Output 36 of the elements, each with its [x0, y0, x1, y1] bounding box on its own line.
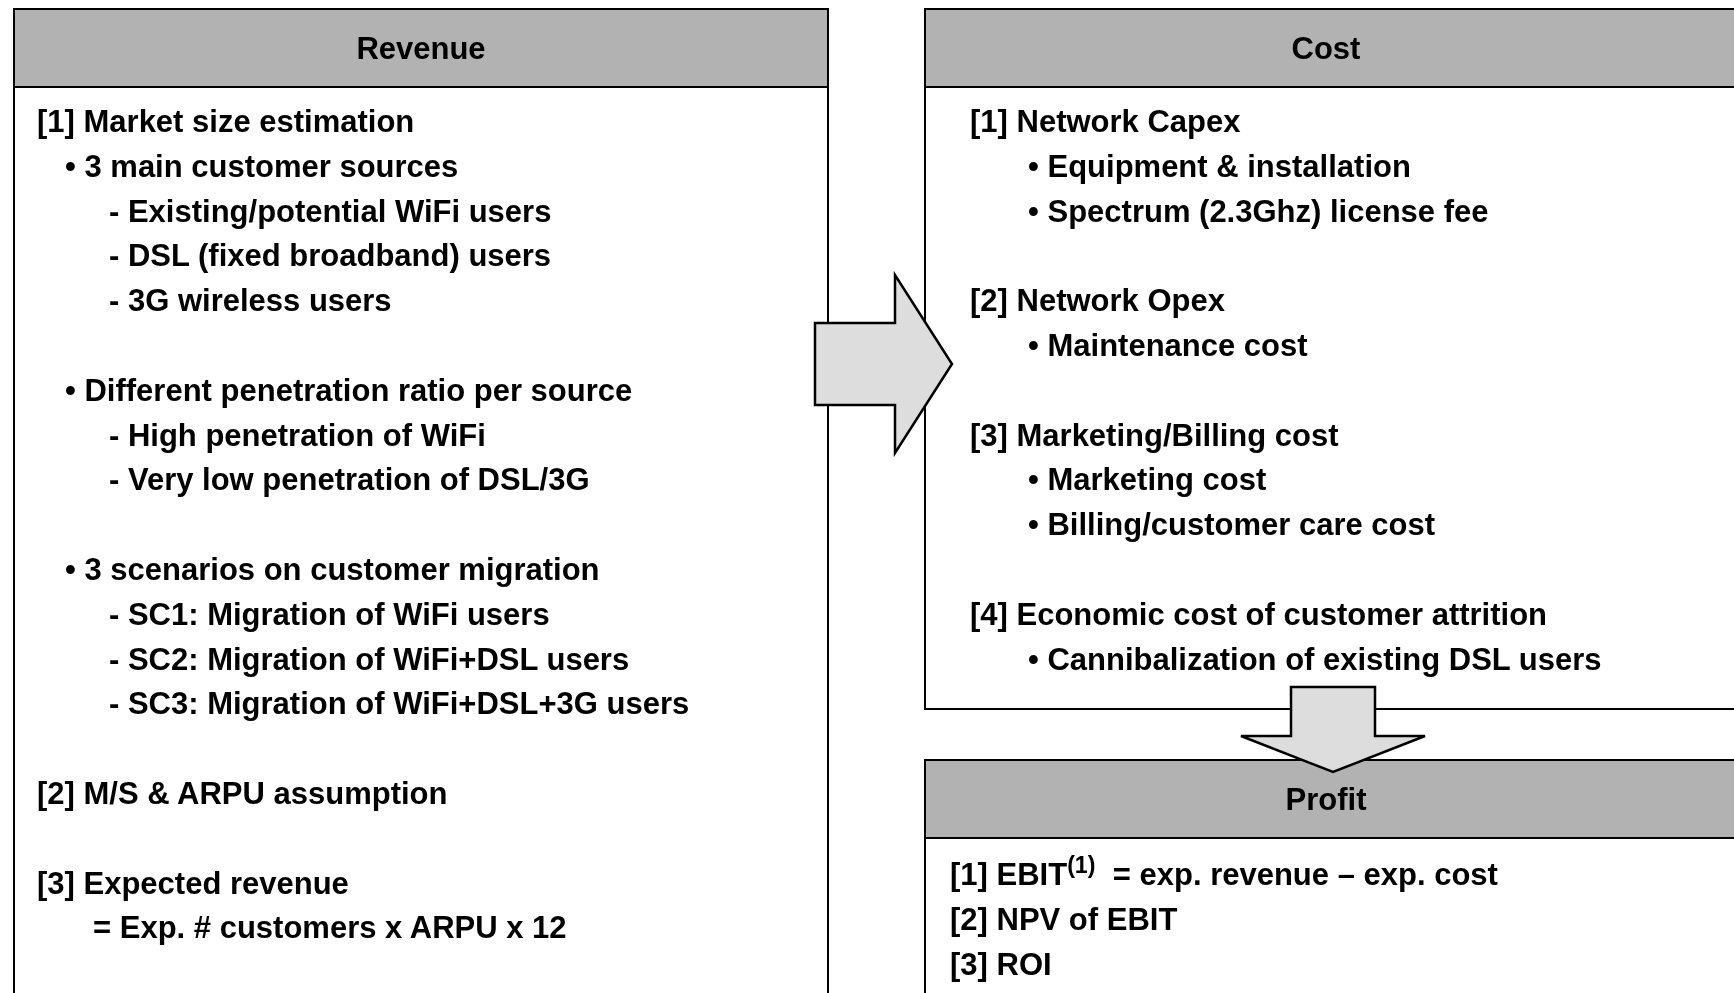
block-arrow [813, 270, 954, 458]
list-item: [3] Expected revenue [37, 864, 349, 903]
list-item: - SC2: Migration of WiFi+DSL users [109, 640, 630, 679]
section-heading: Revenue [356, 32, 486, 64]
list-item: [1] Market size estimation [37, 103, 415, 141]
list-item: • Cannibalization of existing DSL users [1028, 640, 1602, 679]
section-panel [13, 8, 829, 993]
list-item: = Exp. # customers x ARPU x 12 [93, 909, 567, 948]
list-item: • Equipment & installation [1028, 147, 1411, 186]
list-item: - SC1: Migration of WiFi users [109, 595, 550, 634]
list-item: [3] ROI [950, 945, 1052, 984]
list-item: - Very low penetration of DSL/3G [109, 461, 590, 500]
list-item: [2] Network Opex [970, 282, 1225, 321]
list-item: - High penetration of WiFi [109, 416, 486, 455]
section-heading: Profit [1285, 783, 1367, 815]
list-item: [3] Marketing/Billing cost [970, 416, 1339, 455]
list-item: - SC3: Migration of WiFi+DSL+3G users [109, 685, 690, 724]
list-item: [4] Economic cost of customer attrition [970, 595, 1547, 634]
list-item: • Maintenance cost [1028, 327, 1308, 365]
list-item: • Spectrum (2.3Ghz) license fee [1028, 192, 1489, 231]
list-item: [1] Network Capex [970, 103, 1241, 141]
list-item: • 3 main customer sources [65, 147, 459, 186]
block-arrow [1239, 685, 1427, 774]
section-panel [924, 759, 1734, 993]
list-item: [2] NPV of EBIT [950, 900, 1178, 939]
list-item: - Existing/potential WiFi users [109, 192, 552, 231]
list-item: • Different penetration ratio per source [65, 371, 633, 410]
section-panel [924, 8, 1734, 710]
list-item: [2] M/S & ARPU assumption [37, 774, 448, 813]
list-item: [1] EBIT$^{(1)}$ = exp. revenue – exp. cost [950, 853, 1498, 894]
list-item: • 3 scenarios on customer migration [65, 550, 600, 589]
list-item: - DSL (fixed broadband) users [109, 237, 552, 276]
section-heading: Cost [1291, 32, 1361, 64]
list-item: - 3G wireless users [109, 282, 392, 321]
list-item: • Marketing cost [1028, 461, 1267, 500]
list-item: • Billing/customer care cost [1028, 506, 1436, 545]
